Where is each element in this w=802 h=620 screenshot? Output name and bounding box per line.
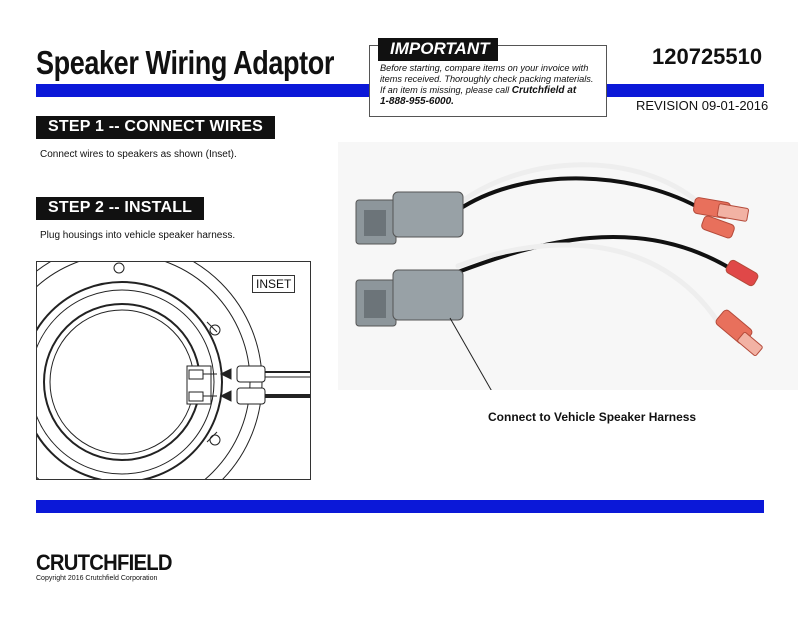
step-1-heading: STEP 1 -- CONNECT WIRES xyxy=(36,116,275,139)
speaker-frame-inner xyxy=(37,262,251,479)
phone-number: 1-888-955-6000. xyxy=(380,96,454,107)
speaker-cone xyxy=(43,303,201,461)
photo-caption: Connect to Vehicle Speaker Harness xyxy=(488,410,697,424)
copyright-notice: Copyright 2016 Crutchfield Corporation xyxy=(36,575,158,582)
important-line-3: If an item is missing, please call xyxy=(380,85,512,95)
speaker-terminal-block xyxy=(186,365,212,405)
important-notice-text: Before starting, compare items on your i… xyxy=(380,63,602,107)
speaker-diagram-drawing xyxy=(37,262,310,479)
crutchfield-logo: CRUTCHFIELD xyxy=(36,550,173,575)
black-wire-upper xyxy=(456,176,705,212)
speaker-gasket xyxy=(37,281,223,479)
step-2-heading: STEP 2 -- INSTALL xyxy=(36,197,205,220)
part-number: 120725510 xyxy=(652,44,763,69)
adapter-photo-drawing xyxy=(355,162,763,403)
mounting-hole-right-top xyxy=(209,324,221,336)
black-wire-lower xyxy=(456,235,735,274)
adapter-photo xyxy=(338,142,798,403)
inset-speaker-diagram xyxy=(36,261,311,480)
connector-housing-lower xyxy=(355,269,464,327)
phone-name: Crutchfield at xyxy=(511,85,577,96)
step-2-text: Plug housings into vehicle speaker harne… xyxy=(40,230,236,241)
mounting-hole-right-bottom xyxy=(209,434,221,446)
white-wire-lower xyxy=(455,242,721,325)
revision-date: REVISION 09-01-2016 xyxy=(636,98,769,113)
wire-connectors-lower xyxy=(219,387,310,405)
important-line-2: items received. Thoroughly check packing… xyxy=(380,74,594,84)
page-title: Speaker Wiring Adaptor xyxy=(36,44,334,81)
callout-line xyxy=(449,317,499,403)
inset-label: INSET xyxy=(252,275,296,293)
connector-housing-upper xyxy=(355,191,464,245)
speaker-surround xyxy=(37,289,215,475)
white-wire-upper xyxy=(455,162,701,207)
speaker-cone-inner xyxy=(49,309,195,455)
step-1-text: Connect wires to speakers as shown (Inse… xyxy=(40,149,237,160)
important-line-1: Before starting, compare items on your i… xyxy=(380,63,589,73)
mounting-hole-top xyxy=(113,262,125,274)
important-tag: IMPORTANT xyxy=(378,38,499,61)
bottom-accent-bar xyxy=(36,500,764,513)
red-spade-terminals xyxy=(693,197,763,356)
wire-connectors-upper xyxy=(219,365,310,383)
